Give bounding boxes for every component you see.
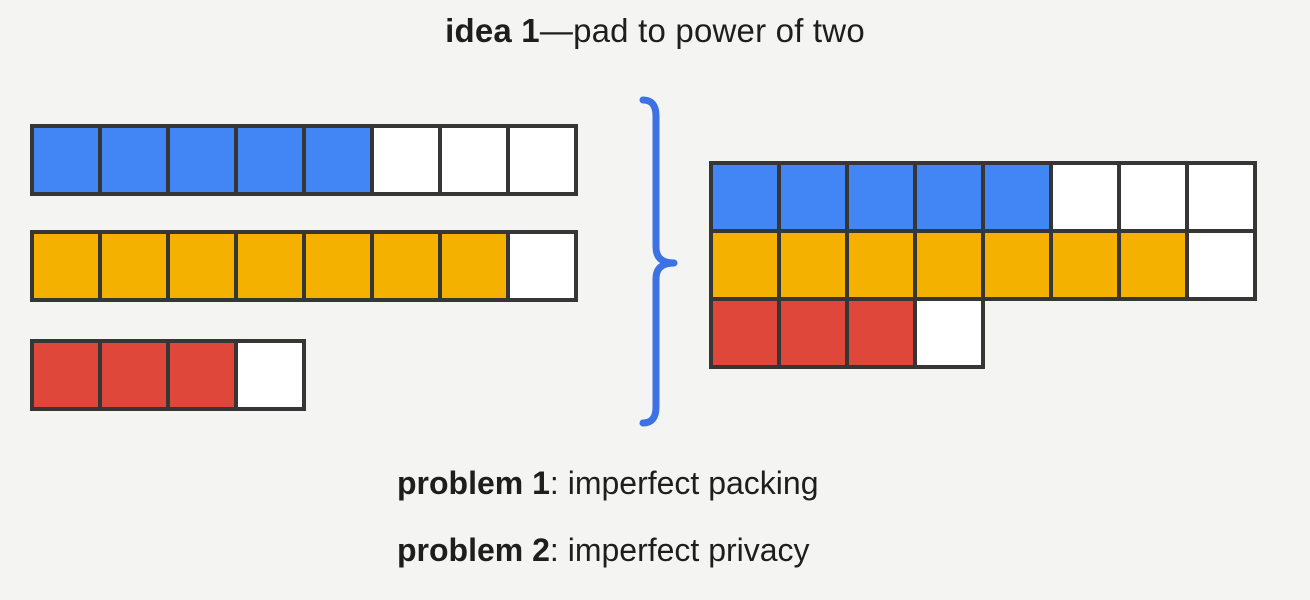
cell-yellow (917, 233, 981, 297)
cell-blue (102, 128, 166, 192)
cell-white (1121, 165, 1185, 229)
left-vector-blue (30, 124, 578, 196)
cell-yellow (985, 233, 1049, 297)
packed-row-red (709, 297, 985, 369)
cell-yellow (1121, 233, 1185, 297)
cell-red (849, 301, 913, 365)
problem-2-bold: problem 2 (397, 532, 550, 568)
cell-yellow (34, 234, 98, 298)
cell-yellow (306, 234, 370, 298)
cell-yellow (781, 233, 845, 297)
left-vector-red (30, 339, 306, 411)
slide-title-bold: idea 1 (445, 12, 540, 49)
cell-yellow (442, 234, 506, 298)
cell-yellow (713, 233, 777, 297)
problem-2-line: problem 2: imperfect privacy (397, 532, 810, 569)
problem-1-line: problem 1: imperfect packing (397, 465, 818, 502)
cell-white (1189, 233, 1253, 297)
cell-white (374, 128, 438, 192)
cell-yellow (238, 234, 302, 298)
packed-row-blue (709, 161, 1257, 233)
cell-red (102, 343, 166, 407)
cell-red (170, 343, 234, 407)
problem-2-rest: : imperfect privacy (549, 532, 810, 568)
cell-white (238, 343, 302, 407)
cell-white (510, 234, 574, 298)
cell-blue (170, 128, 234, 192)
cell-red (34, 343, 98, 407)
cell-white (1189, 165, 1253, 229)
cell-white (510, 128, 574, 192)
cell-white (917, 301, 981, 365)
cell-red (713, 301, 777, 365)
cell-white (1053, 165, 1117, 229)
cell-yellow (849, 233, 913, 297)
cell-blue (985, 165, 1049, 229)
cell-yellow (170, 234, 234, 298)
cell-blue (238, 128, 302, 192)
cell-blue (917, 165, 981, 229)
cell-blue (781, 165, 845, 229)
cell-blue (849, 165, 913, 229)
cell-yellow (102, 234, 166, 298)
cell-yellow (374, 234, 438, 298)
curly-brace-path (639, 96, 678, 427)
packed-row-yellow (709, 229, 1257, 301)
slide-title-rest: —pad to power of two (539, 12, 865, 49)
cell-red (781, 301, 845, 365)
problem-1-bold: problem 1 (397, 465, 550, 501)
cell-white (442, 128, 506, 192)
cell-blue (713, 165, 777, 229)
problem-1-rest: : imperfect packing (549, 465, 819, 501)
cell-yellow (1053, 233, 1117, 297)
cell-blue (34, 128, 98, 192)
cell-blue (306, 128, 370, 192)
left-vector-yellow (30, 230, 578, 302)
slide-title: idea 1—pad to power of two (0, 12, 1310, 50)
right-curly-brace-icon (628, 90, 680, 430)
